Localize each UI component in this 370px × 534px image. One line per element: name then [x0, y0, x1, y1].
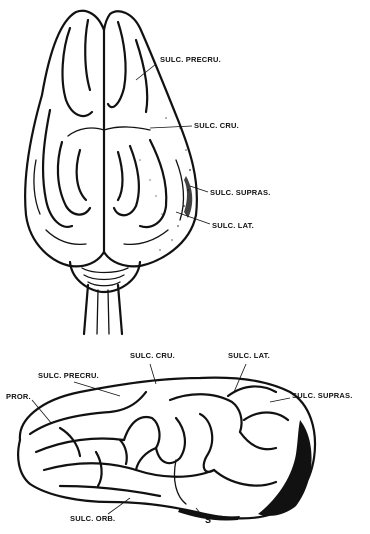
label-dorsal-sulcus-lateral: SULC. LAT.	[212, 222, 254, 230]
label-lateral-sulcus-suprasylvian: SULC. SUPRAS.	[292, 392, 353, 400]
label-dorsal-sulcus-suprasylvian: SULC. SUPRAS.	[210, 189, 271, 197]
label-lateral-sulcus-precruciate: SULC. PRECRU.	[38, 372, 99, 380]
label-lateral-proreus: PROR.	[6, 393, 31, 401]
label-dorsal-sulcus-cruciate: SULC. CRU.	[194, 122, 239, 130]
label-dorsal-sulcus-precruciate: SULC. PRECRU.	[160, 56, 221, 64]
label-lateral-sulcus-cruciate: SULC. CRU.	[130, 352, 175, 360]
label-lateral-sulcus-lateral: SULC. LAT.	[228, 352, 270, 360]
label-lateral-s: S	[205, 516, 211, 525]
label-lateral-sulcus-orbital: SULC. ORB.	[70, 515, 115, 523]
